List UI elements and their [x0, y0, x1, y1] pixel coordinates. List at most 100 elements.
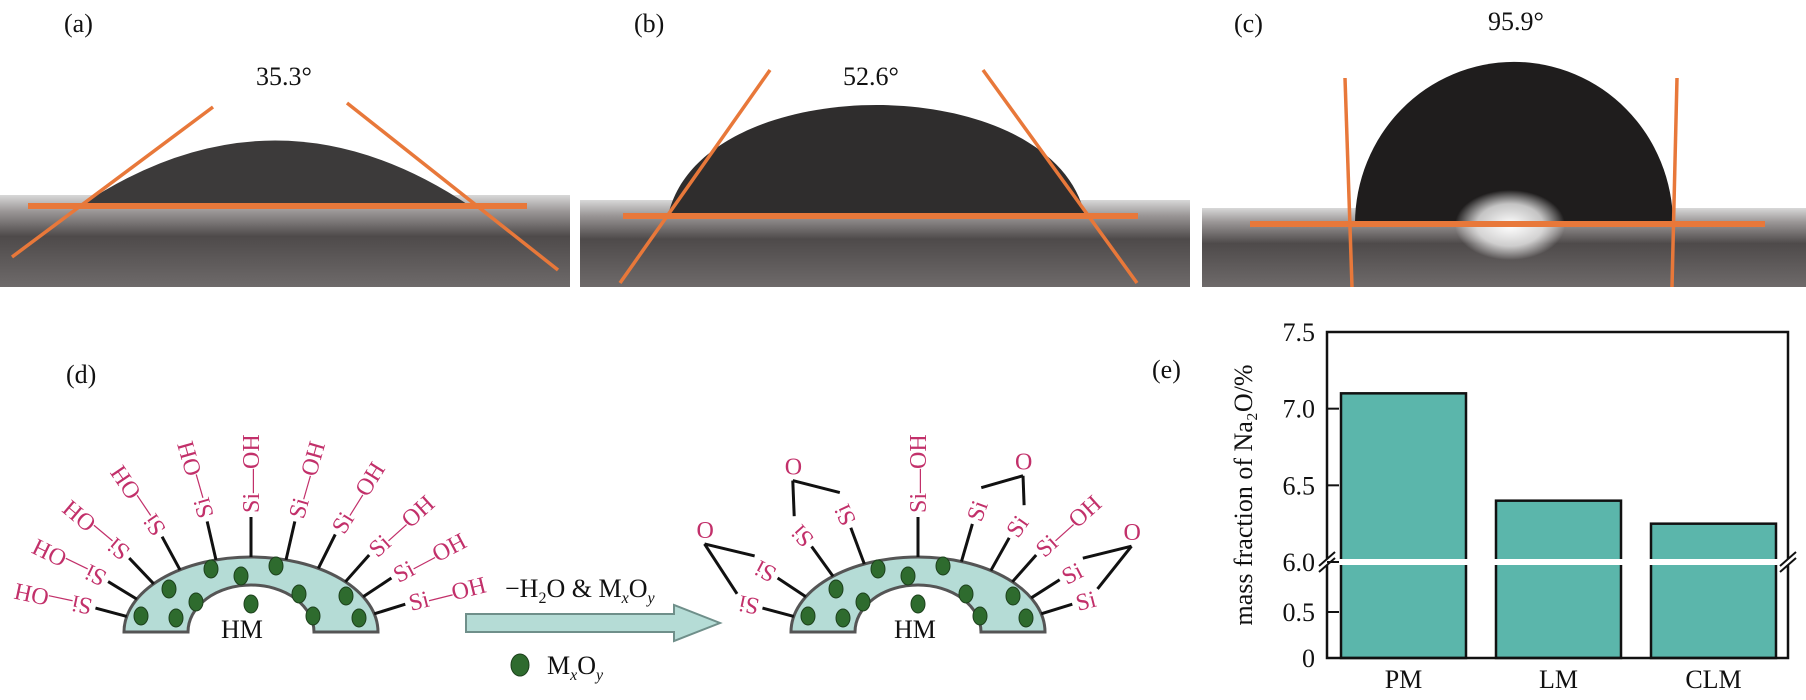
bond-line	[959, 523, 974, 562]
y-tick-label: 0	[1302, 644, 1315, 673]
y-tick-label: 6.5	[1283, 471, 1316, 500]
bond-line	[160, 535, 182, 571]
bond-line	[344, 554, 371, 583]
bridge-bond-line	[1082, 544, 1132, 560]
silanol-group-label: Si—OH	[106, 460, 172, 540]
metal-oxide-legend-label: MxOy	[547, 651, 604, 684]
silanol-group-label: Si—OH	[284, 439, 331, 522]
bar-lm	[1494, 499, 1623, 660]
surface-group-label: Si	[830, 500, 862, 529]
bridge-oxygen-label: O	[1015, 450, 1032, 476]
panel-label-b: (b)	[634, 9, 664, 38]
metal-oxide-particle-icon	[972, 606, 988, 626]
contact-angle-a: 35.3°	[256, 62, 312, 91]
y-tick-label: 7.5	[1283, 318, 1316, 347]
surface-group-label: Si	[736, 589, 761, 619]
bond-line	[316, 533, 337, 570]
bridge-bond-line	[703, 543, 739, 595]
surface-group-label: Si	[962, 497, 993, 525]
metal-oxide-particle-icon	[855, 592, 871, 612]
axis-break-gap	[1313, 559, 1802, 565]
metal-oxide-particle-icon	[233, 566, 249, 586]
panel-label-c: (c)	[1234, 9, 1263, 38]
panel-label-d: (d)	[66, 360, 96, 389]
bond-line	[1030, 578, 1061, 600]
surface-group-label: Si—OH	[906, 434, 932, 513]
contact-angle-photo-c	[1202, 61, 1806, 287]
surface-group-label: Si	[1073, 587, 1099, 617]
metal-oxide-particle-icon	[935, 556, 951, 576]
panel-label-a: (a)	[64, 9, 93, 38]
bar-chart: PM LM CLM 0 0.5 6.0 6.5 7.0 7.5	[1283, 318, 1802, 694]
contact-angle-b: 52.6°	[843, 62, 899, 91]
metal-oxide-particle-icon	[800, 606, 816, 626]
surface-group-label: Si	[786, 519, 819, 552]
bond-line	[776, 576, 807, 599]
metal-oxide-particle-icon	[188, 592, 204, 612]
bridge-oxygen-label: O	[1123, 520, 1140, 546]
bond-line	[107, 580, 138, 601]
metal-oxide-legend-dot-icon	[510, 653, 530, 677]
bar-pm	[1339, 392, 1468, 660]
bond-line	[1040, 602, 1073, 616]
bridge-bond-line	[1096, 545, 1133, 590]
axis-break-mark	[1318, 557, 1336, 573]
silanol-group-label: Si—OH	[173, 438, 220, 521]
metal-oxide-particle-icon	[305, 606, 321, 626]
plot-frame	[1325, 330, 1790, 660]
core-label-before: HM	[221, 615, 263, 644]
contact-angle-photo-a	[0, 101, 570, 287]
metal-oxide-particle-icon	[1018, 608, 1034, 628]
bond-line	[849, 527, 866, 565]
panel-label-e: (e)	[1152, 355, 1181, 384]
bond-line	[989, 537, 1011, 572]
axis-break-mark	[1779, 551, 1797, 567]
bridge-oxygen-label: O	[785, 455, 802, 481]
axis-break-mark	[1779, 557, 1797, 573]
metal-oxide-particle-icon	[291, 584, 307, 604]
bridge-bond-line	[791, 480, 796, 517]
y-tick-label: 7.0	[1283, 395, 1316, 424]
bond-line	[810, 545, 835, 578]
metal-oxide-particle-icon	[828, 579, 844, 599]
y-axis-label: mass fraction of Na₂O/%	[1229, 364, 1258, 625]
metal-oxide-particle-icon	[870, 559, 886, 579]
bar-clm	[1649, 522, 1778, 660]
x-tick-label: LM	[1539, 665, 1578, 694]
bond-line	[128, 557, 155, 585]
reaction-arrow	[465, 603, 723, 643]
bond-line	[762, 606, 795, 618]
bond-line	[284, 521, 297, 561]
metal-oxide-particle-icon	[910, 594, 926, 614]
metal-oxide-particle-icon	[168, 608, 184, 628]
x-tick-label: CLM	[1685, 665, 1741, 694]
core-label-after: HM	[894, 615, 936, 644]
surface-group-label: Si	[1002, 511, 1035, 543]
metal-oxide-particle-icon	[133, 606, 149, 626]
metal-oxide-particle-icon	[161, 579, 177, 599]
x-tick-label: PM	[1385, 665, 1423, 694]
bridge-bond-line	[980, 474, 1024, 490]
bridge-bond-line	[792, 479, 841, 495]
bridge-bond-line	[704, 542, 756, 558]
contact-angle-photo-b	[580, 68, 1190, 287]
metal-oxide-particle-icon	[268, 556, 284, 576]
bond-line	[1011, 554, 1038, 583]
bond-line	[205, 521, 218, 561]
metal-oxide-particle-icon	[1005, 586, 1021, 606]
silanol-group-label: Si—OH	[327, 458, 391, 539]
metal-oxide-particle-icon	[338, 586, 354, 606]
surface-group-label: Si	[750, 554, 780, 587]
metal-oxide-particle-icon	[243, 594, 259, 614]
y-tick-label: 0.5	[1283, 598, 1316, 627]
reaction-condition-label: −H2O & MxOy	[505, 574, 655, 607]
bond-line	[362, 576, 393, 599]
y-tick-label: 6.0	[1283, 548, 1316, 577]
silanol-group-label: Si—OH	[239, 434, 265, 513]
axis-break-mark	[1318, 551, 1336, 567]
bridge-oxygen-label: O	[697, 518, 714, 544]
